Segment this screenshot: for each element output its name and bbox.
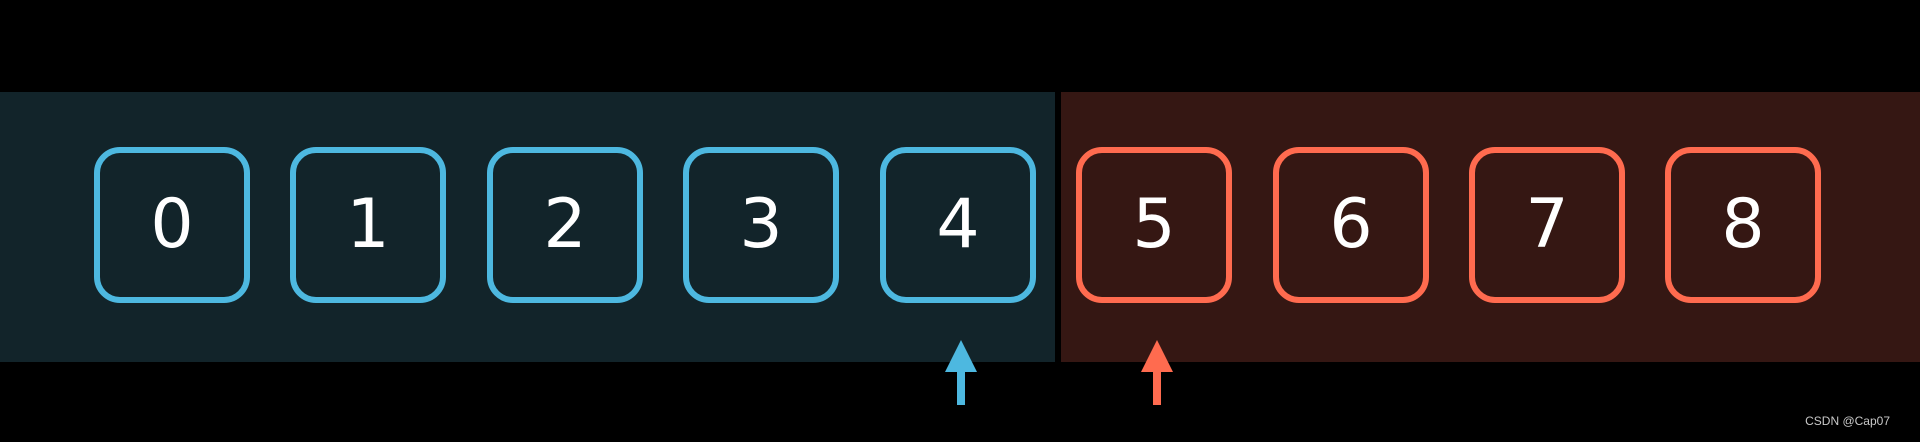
right-pointer-arrow-icon [1137, 335, 1177, 407]
array-cell: 3 [683, 147, 839, 303]
watermark: CSDN @Cap07 [1805, 414, 1890, 428]
array-cell: 5 [1076, 147, 1232, 303]
array-cell: 8 [1665, 147, 1821, 303]
right-partition [1061, 92, 1920, 362]
array-cell: 4 [880, 147, 1036, 303]
partition-divider [1055, 92, 1061, 362]
array-cell: 1 [290, 147, 446, 303]
array-cell: 7 [1469, 147, 1625, 303]
array-cell: 6 [1273, 147, 1429, 303]
left-pointer-arrow-icon [941, 335, 981, 407]
array-cell: 2 [487, 147, 643, 303]
array-cell: 0 [94, 147, 250, 303]
left-partition [0, 92, 1055, 362]
